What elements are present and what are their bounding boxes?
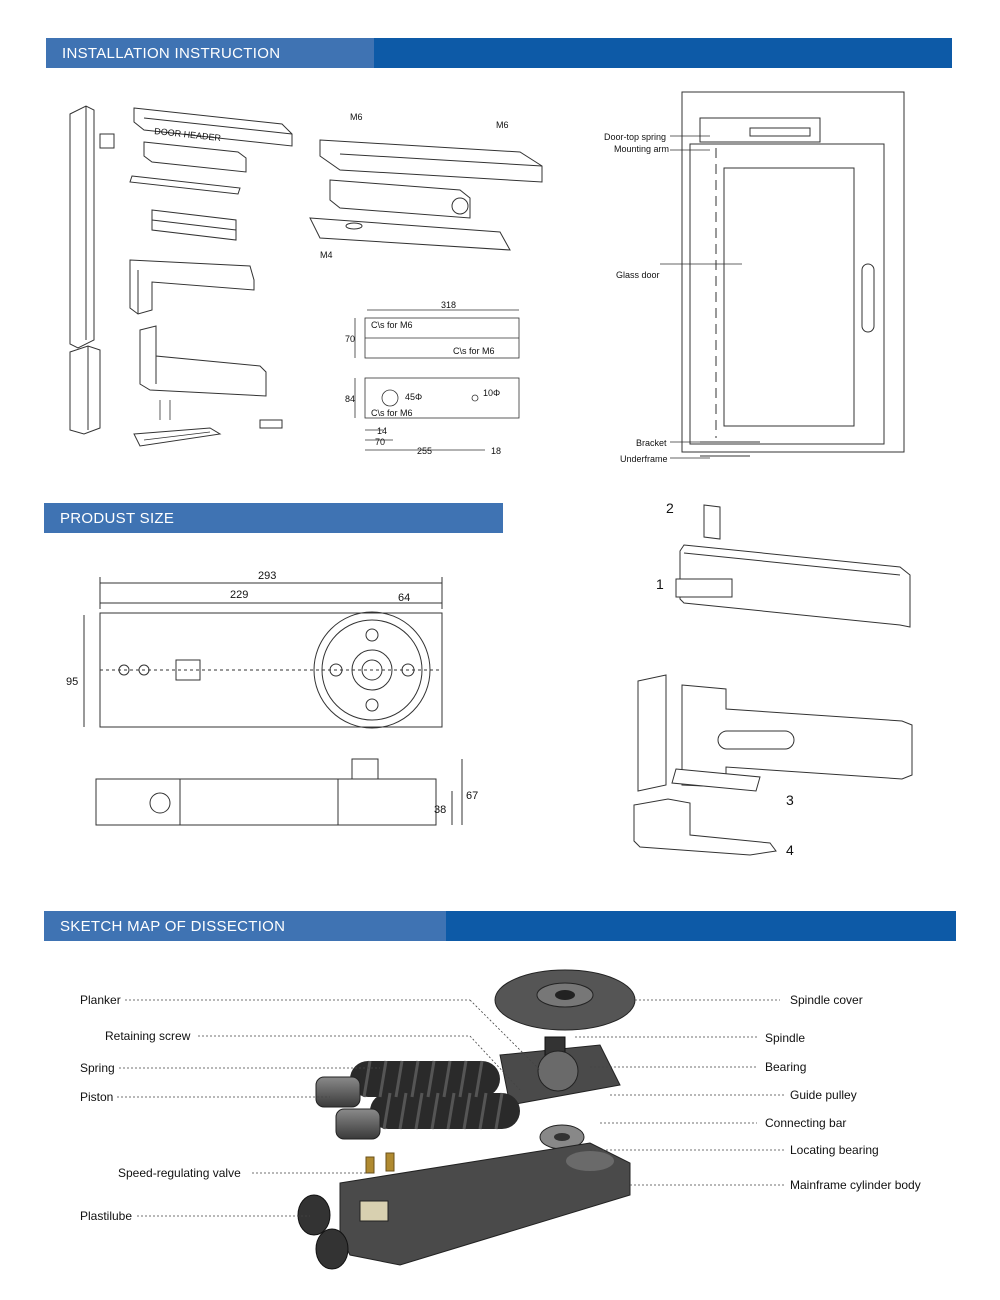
dim-318: 318: [441, 300, 456, 310]
mounting-hole-dimension-diagram: 318 C\s for M6 70 C\s for M6 84 45Φ 10Φ …: [345, 300, 520, 456]
width-293: 293: [258, 570, 276, 582]
part-spindle: Spindle: [765, 1031, 805, 1045]
installation-steps-diagram: 2 1 3 4: [633, 500, 913, 858]
width-64: 64: [398, 592, 410, 604]
exploded-installation-diagram: DOOR HEADER: [69, 105, 293, 447]
part-locating-bearing: Locating bearing: [790, 1143, 879, 1157]
part-planker: Planker: [80, 993, 121, 1007]
cs-m6-bottom: C\s for M6: [371, 408, 413, 418]
cs-m6-middle: C\s for M6: [453, 346, 495, 356]
banner-accent: [44, 911, 446, 941]
dim-70b: 70: [375, 437, 385, 447]
width-229: 229: [230, 589, 248, 601]
glass-door-diagram: Door-top spring Mounting arm Glass door …: [604, 91, 905, 464]
part-plastilube: Plastilube: [80, 1209, 132, 1223]
section-title-dissection: SKETCH MAP OF DISSECTION: [60, 918, 286, 935]
section-banner-dissection: SKETCH MAP OF DISSECTION: [44, 911, 956, 941]
cs-m6-top: C\s for M6: [371, 320, 413, 330]
part-speed-regulating-valve: Speed-regulating valve: [118, 1166, 241, 1180]
step-1: 1: [656, 576, 664, 592]
height-67: 67: [466, 790, 478, 802]
product-top-view: 293 229 64 95: [66, 570, 443, 729]
section-title-size: PRODUST SIZE: [60, 510, 175, 527]
step-3: 3: [786, 792, 794, 808]
dissection-illustration: [297, 969, 636, 1270]
dim-255: 255: [417, 446, 432, 456]
dim-18: 18: [491, 446, 501, 456]
dissection-leader-lines: Planker Retaining screw Spring Piston Sp…: [80, 993, 921, 1223]
part-retaining-screw: Retaining screw: [105, 1029, 191, 1043]
height-38: 38: [434, 804, 446, 816]
underframe-label: Underframe: [620, 454, 668, 464]
m6-label-left: M6: [350, 112, 363, 122]
part-mainframe-cylinder-body: Mainframe cylinder body: [790, 1178, 921, 1192]
product-side-view: 67 38: [95, 758, 478, 826]
part-piston: Piston: [80, 1090, 113, 1104]
mounting-arm-label: Mounting arm: [614, 144, 669, 154]
part-bearing: Bearing: [765, 1060, 806, 1074]
dia-10: 10Φ: [483, 388, 500, 398]
height-95: 95: [66, 676, 78, 688]
section-title-installation: INSTALLATION INSTRUCTION: [62, 45, 281, 62]
dim-84: 84: [345, 394, 355, 404]
step-4: 4: [786, 842, 794, 858]
part-guide-pulley: Guide pulley: [790, 1088, 857, 1102]
part-spindle-cover: Spindle cover: [790, 993, 863, 1007]
m4-label: M4: [320, 250, 333, 260]
dim-14: 14: [377, 426, 387, 436]
part-connecting-bar: Connecting bar: [765, 1116, 846, 1130]
glass-door-label: Glass door: [616, 270, 660, 280]
door-top-spring-label: Door-top spring: [604, 132, 666, 142]
m6-label-right: M6: [496, 120, 509, 130]
banner-accent: [46, 38, 374, 68]
section-banner-installation: INSTALLATION INSTRUCTION: [46, 38, 952, 68]
dim-70: 70: [345, 334, 355, 344]
section-banner-size: PRODUST SIZE: [44, 503, 503, 533]
dia-45: 45Φ: [405, 392, 422, 402]
bracket-label: Bracket: [636, 438, 667, 448]
step-2: 2: [666, 500, 674, 516]
header-assembly-diagram: M6 M6 M4: [309, 112, 543, 260]
part-spring: Spring: [80, 1061, 115, 1075]
